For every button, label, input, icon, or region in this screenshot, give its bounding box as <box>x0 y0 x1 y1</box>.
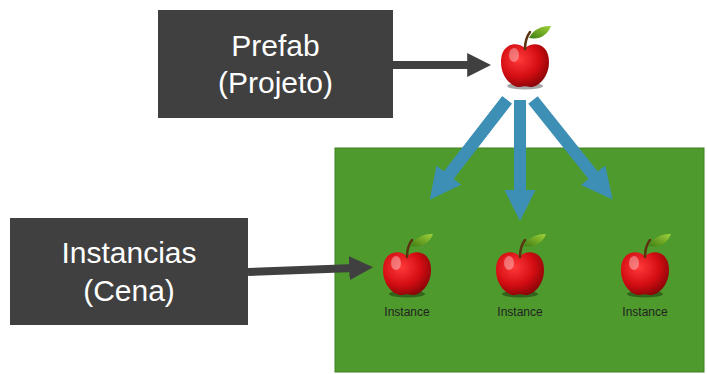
box-texts: Prefab (Projeto) <box>191 27 361 102</box>
blue-arrows <box>445 100 597 196</box>
instance-label: Instance <box>384 305 429 319</box>
prefab-box: Prefab (Projeto) <box>158 10 393 118</box>
instance-apple <box>383 234 433 298</box>
instance-apple <box>496 234 546 298</box>
instance-label: Instance <box>622 305 667 319</box>
box-label: Instancias (Cena) <box>44 234 214 309</box>
prefab-apple <box>501 26 551 90</box>
instances-box: Instancias (Cena) <box>10 218 248 325</box>
box-texts: Instancias (Cena) <box>44 234 214 309</box>
instance-label: Instance <box>497 305 542 319</box>
box-label: Prefab (Projeto) <box>191 27 361 102</box>
instance-apple <box>621 234 671 298</box>
